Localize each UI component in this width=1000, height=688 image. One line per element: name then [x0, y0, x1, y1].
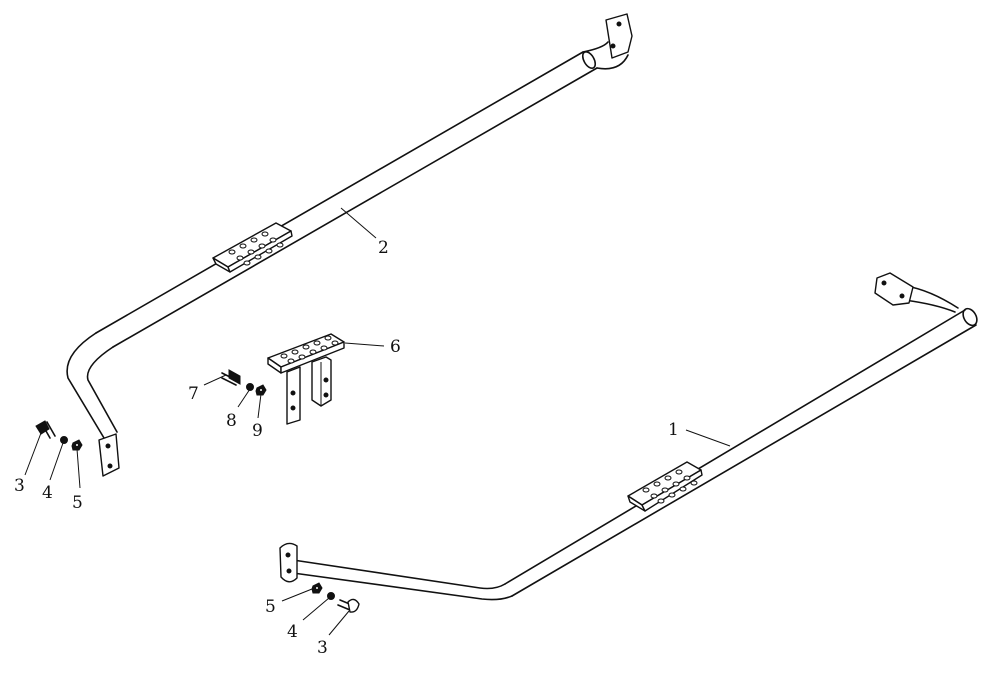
callout-9: 9 — [252, 421, 263, 441]
fastener-washer-8 — [246, 383, 254, 391]
leader-lines — [24, 207, 731, 636]
fastener-bolt-7 — [221, 369, 241, 386]
callout-6: 6 — [390, 337, 401, 357]
tread-holes-part-6 — [280, 335, 339, 364]
callout-5-left: 5 — [72, 493, 83, 513]
tread-holes-part-1 — [642, 469, 698, 504]
callout-3-bottom: 3 — [317, 638, 328, 658]
fastener-nut-9 — [255, 384, 267, 396]
step-bracket-part-6 — [267, 333, 345, 425]
rail-part-1 — [279, 272, 978, 601]
fastener-nut-5-left — [71, 439, 83, 451]
callout-3-left: 3 — [14, 476, 25, 496]
fastener-nut-5-bottom — [311, 582, 323, 594]
fastener-washer-4-bottom — [327, 592, 335, 600]
callout-2: 2 — [378, 238, 389, 258]
callout-4-bottom: 4 — [287, 622, 298, 642]
fastener-bolt-3-left — [35, 420, 56, 439]
fastener-bolt-3-bottom — [337, 598, 360, 613]
callout-5-bottom: 5 — [265, 597, 276, 617]
rail-part-2 — [66, 13, 633, 477]
fastener-washer-4-left — [60, 436, 68, 444]
callout-7: 7 — [188, 384, 199, 404]
callout-8: 8 — [226, 411, 237, 431]
tread-holes-part-2 — [228, 231, 284, 266]
callout-4-left: 4 — [42, 483, 53, 503]
callout-1: 1 — [668, 420, 679, 440]
